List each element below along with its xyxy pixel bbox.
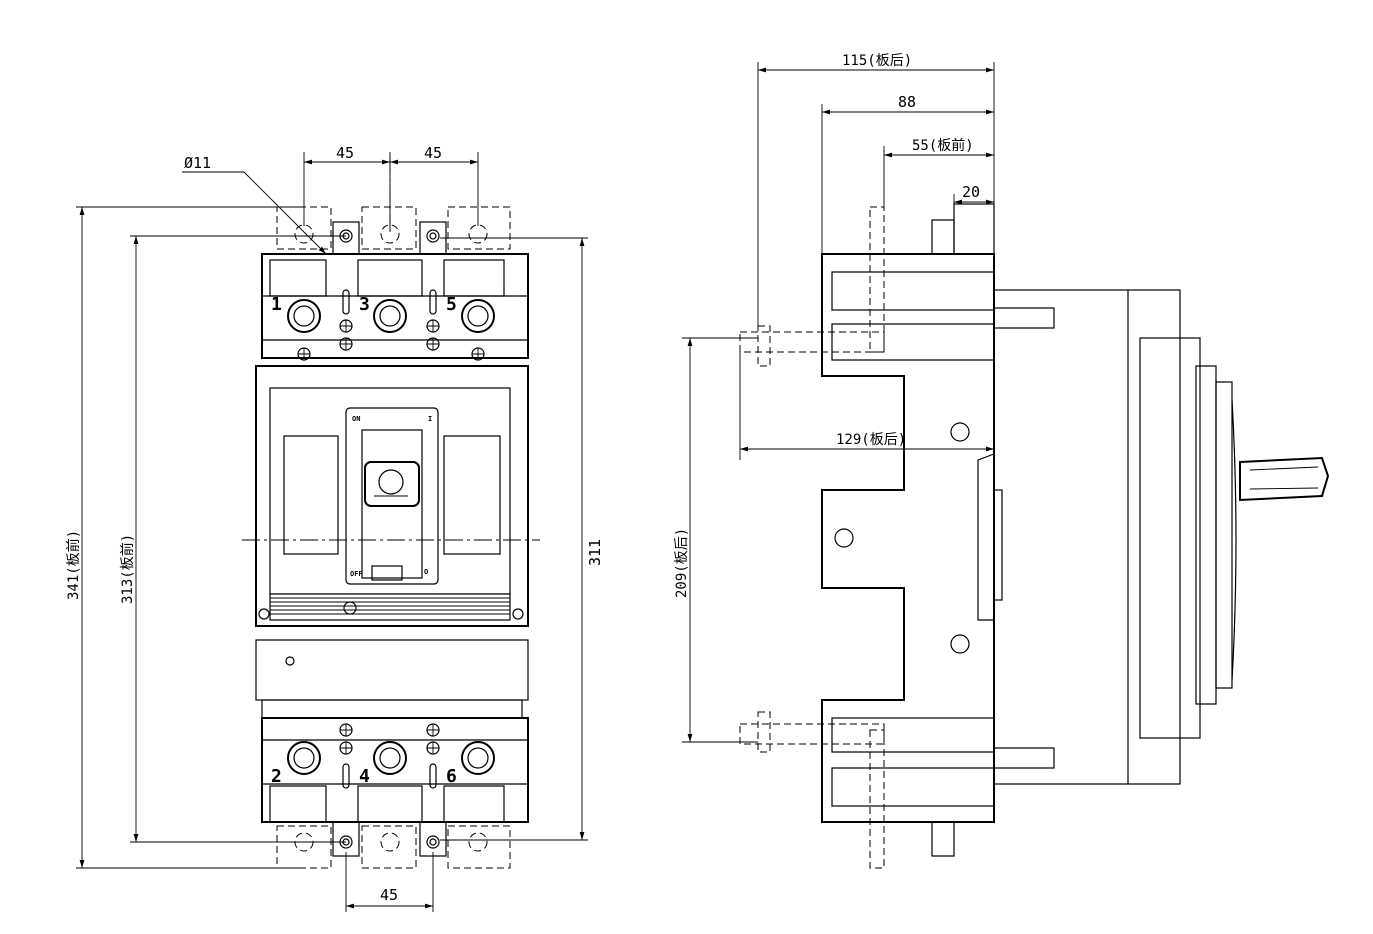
side-dimensions: 115(板后) 88 55(板前) 20 129(板后) 209(板后)	[674, 53, 995, 743]
front-dimensions: 45 45 Ø11 45 341(板前) 313(板前) 311	[65, 144, 604, 912]
dim-height-overall: 341(板前)	[65, 530, 82, 600]
on-symbol: I	[428, 415, 432, 423]
dim-height-mount: 313(板前)	[119, 534, 136, 604]
terminal-2: 2	[271, 766, 282, 787]
terminal-1: 1	[271, 294, 282, 315]
dim-depth-body: 88	[898, 93, 916, 111]
dim-pitch-top-left: 45	[336, 144, 354, 162]
terminal-labels-bottom: 2 4 6	[271, 766, 457, 787]
terminal-5: 5	[446, 294, 457, 315]
terminal-labels-top: 1 3 5	[271, 294, 457, 315]
bottom-terminal-outlines	[276, 825, 511, 869]
terminal-3: 3	[359, 294, 370, 315]
dim-depth-stud: 20	[962, 183, 980, 201]
terminal-6: 6	[446, 766, 457, 787]
side-view: 115(板后) 88 55(板前) 20 129(板后) 209(板后)	[674, 53, 1330, 869]
off-symbol: O	[424, 568, 428, 576]
dim-height-terminal: 209(板后)	[674, 528, 690, 598]
front-view: ON I OFF O	[65, 144, 604, 912]
side-handle	[1239, 456, 1330, 502]
side-dashed-terminals	[739, 206, 885, 869]
top-terminal-outlines	[276, 206, 511, 250]
breaker-body: ON I OFF O	[255, 253, 529, 823]
dim-hole-diameter: Ø11	[184, 154, 211, 172]
dim-depth-terminal: 129(板后)	[836, 432, 906, 448]
dim-pitch-top-right: 45	[424, 144, 442, 162]
mounting-tabs	[332, 221, 447, 857]
front-center-lines	[242, 156, 540, 541]
dim-depth-front: 55(板前)	[912, 137, 974, 154]
terminal-4: 4	[359, 766, 370, 787]
hatched-strip	[270, 597, 510, 615]
on-label: ON	[352, 415, 360, 423]
off-label: OFF	[350, 570, 363, 578]
dim-depth-overall: 115(板后)	[842, 53, 912, 69]
dim-height-body: 311	[586, 539, 604, 566]
dim-pitch-bottom: 45	[380, 886, 398, 904]
side-base-body	[821, 253, 995, 823]
